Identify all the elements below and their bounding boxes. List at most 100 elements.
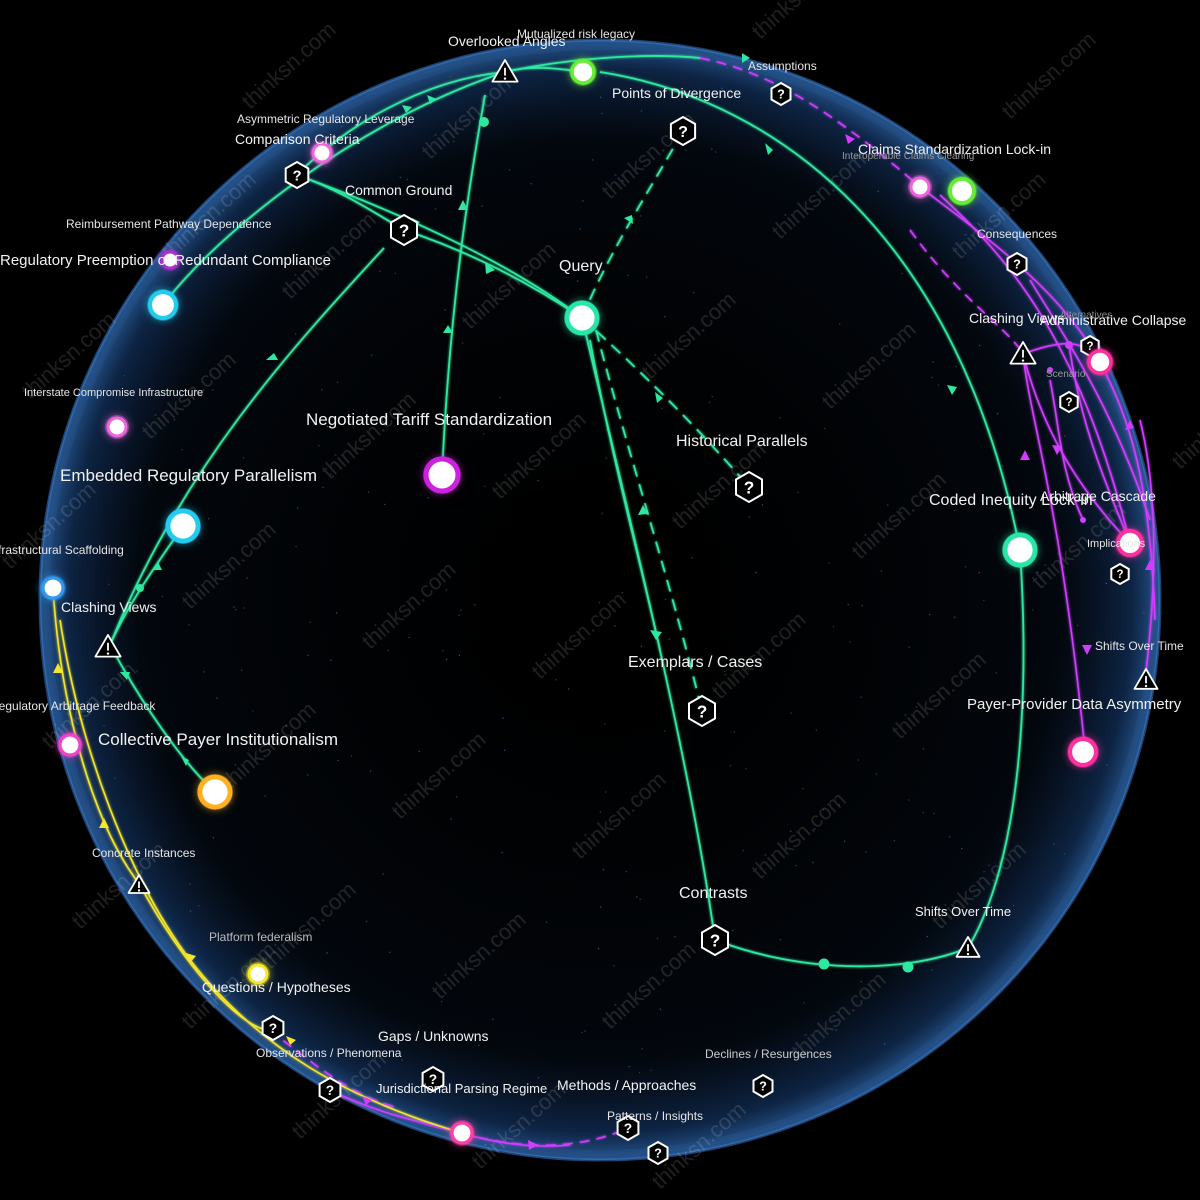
node-claims-standardization[interactable] <box>947 176 977 206</box>
label-clashing-views-left: Clashing Views <box>61 599 156 615</box>
star-dot <box>828 562 830 564</box>
star-dot <box>915 705 918 708</box>
star-dot <box>797 491 799 493</box>
node-platform-federalism[interactable] <box>246 962 270 986</box>
node-query[interactable] <box>564 300 600 336</box>
star-dot <box>189 883 191 885</box>
shifts-over-time-right-warning-icon[interactable] <box>1133 668 1159 690</box>
star-dot <box>445 658 448 661</box>
label-observations-phenomena: Observations / Phenomena <box>256 1046 402 1060</box>
label-platform-federalism: Platform federalism <box>209 930 312 944</box>
clashing-views-right-warning-icon[interactable] <box>1009 341 1037 365</box>
edge-overlooked-top <box>504 55 701 73</box>
node-regulatory-arbitrage-feedback[interactable] <box>57 732 83 758</box>
declines-resurgences-icon[interactable]: ? <box>752 1073 774 1099</box>
star-dot <box>849 641 851 643</box>
star-dot <box>581 1031 583 1034</box>
star-dot <box>893 839 896 842</box>
star-dot <box>592 159 594 161</box>
edge-m-dash3 <box>461 1127 629 1146</box>
gaps-unknowns-icon[interactable]: ? <box>421 1065 445 1093</box>
star-dot <box>612 70 614 73</box>
shifts-over-time-bottom-warning-icon[interactable] <box>955 936 981 958</box>
historical-parallels-icon[interactable]: ? <box>735 470 763 504</box>
node-arbitrage-cascade[interactable] <box>1115 528 1145 558</box>
star-dot <box>639 898 641 901</box>
node-collective-payer[interactable] <box>197 774 233 810</box>
concrete-instances-warning-icon[interactable] <box>127 874 151 894</box>
node-regulatory-preemption[interactable] <box>147 289 179 321</box>
star-dot <box>614 625 616 627</box>
overlooked-angles-warning-icon[interactable] <box>491 59 519 83</box>
exemplars-cases-icon[interactable]: ? <box>688 694 716 728</box>
node-mutualized-risk[interactable] <box>569 58 597 86</box>
star-dot <box>203 671 205 673</box>
star-dot <box>732 929 734 932</box>
consequences-icon[interactable]: ? <box>1006 251 1028 277</box>
label-questions-hypotheses: Questions / Hypotheses <box>202 979 351 995</box>
star-dot <box>212 837 215 839</box>
star-dot <box>336 381 339 384</box>
observations-icon[interactable]: ? <box>318 1076 342 1104</box>
star-dot <box>887 504 889 506</box>
node-interoperable-claims[interactable] <box>908 175 932 199</box>
star-dot <box>399 176 402 179</box>
node-coded-inequity[interactable] <box>1002 532 1038 568</box>
comparison-criteria-icon[interactable]: ? <box>284 160 310 190</box>
edge-m-dash1 <box>699 57 921 188</box>
node-interstate-compromise[interactable] <box>105 415 129 439</box>
star-dot <box>474 132 477 134</box>
star-dot <box>625 871 628 873</box>
star-dot <box>427 497 430 499</box>
questions-hypotheses-icon[interactable]: ? <box>261 1014 285 1042</box>
star-dot <box>812 861 814 864</box>
edge-y3 <box>139 884 271 1031</box>
common-ground-icon[interactable]: ? <box>390 213 418 247</box>
edge-m5 <box>1022 353 1086 751</box>
star-dot <box>379 270 381 272</box>
star-dot <box>458 654 461 657</box>
label-payer-provider: Payer-Provider Data Asymmetry <box>967 696 1182 713</box>
star-dot <box>953 616 956 619</box>
contrasts-icon[interactable]: ? <box>701 923 729 957</box>
node-negotiated-tariff[interactable] <box>423 456 461 494</box>
star-dot <box>755 572 757 574</box>
star-dot <box>981 499 983 502</box>
node-asymmetric-regulatory[interactable] <box>310 141 334 165</box>
node-jurisdictional-parsing[interactable] <box>449 1120 475 1146</box>
star-dot <box>790 830 792 832</box>
star-dot <box>605 457 608 459</box>
assumptions-icon[interactable]: ? <box>770 81 792 107</box>
node-infrastructural-scaffolding[interactable] <box>40 575 66 601</box>
star-dot <box>235 608 237 611</box>
label-jurisdictional-parsing: Jurisdictional Parsing Regime <box>376 1081 547 1096</box>
star-dot <box>795 864 797 867</box>
star-dot <box>326 425 329 428</box>
node-payer-provider[interactable] <box>1067 736 1099 768</box>
label-exemplars-cases: Exemplars / Cases <box>628 654 762 671</box>
node-reimbursement-pathway[interactable] <box>159 249 181 271</box>
clashing-views-left-warning-icon[interactable] <box>94 634 122 658</box>
star-dot <box>1143 612 1145 614</box>
star-dot <box>394 272 397 274</box>
implications-icon[interactable]: ? <box>1110 562 1130 586</box>
label-regulatory-preemption: Regulatory Preemption of Redundant Compl… <box>0 252 331 269</box>
points-of-divergence-icon[interactable]: ? <box>669 115 697 147</box>
star-dot <box>1005 249 1007 252</box>
svg-text:?: ? <box>1013 258 1021 272</box>
star-dot <box>599 811 602 813</box>
svg-text:?: ? <box>269 1021 277 1036</box>
scenario-icon[interactable]: ? <box>1059 390 1079 414</box>
edge-m7 <box>1099 361 1156 621</box>
star-dot <box>640 645 643 647</box>
node-embedded-regulatory[interactable] <box>165 508 201 544</box>
label-alternatives: Alternatives <box>1060 310 1112 321</box>
node-administrative-collapse[interactable] <box>1086 348 1114 376</box>
star-dot <box>322 486 324 489</box>
star-dot <box>803 1002 805 1004</box>
methods-approaches-icon[interactable]: ? <box>616 1114 640 1142</box>
star-dot <box>650 1069 652 1072</box>
patterns-insights-icon[interactable]: ? <box>647 1140 669 1166</box>
star-dot <box>599 96 602 99</box>
star-dot <box>602 868 605 871</box>
